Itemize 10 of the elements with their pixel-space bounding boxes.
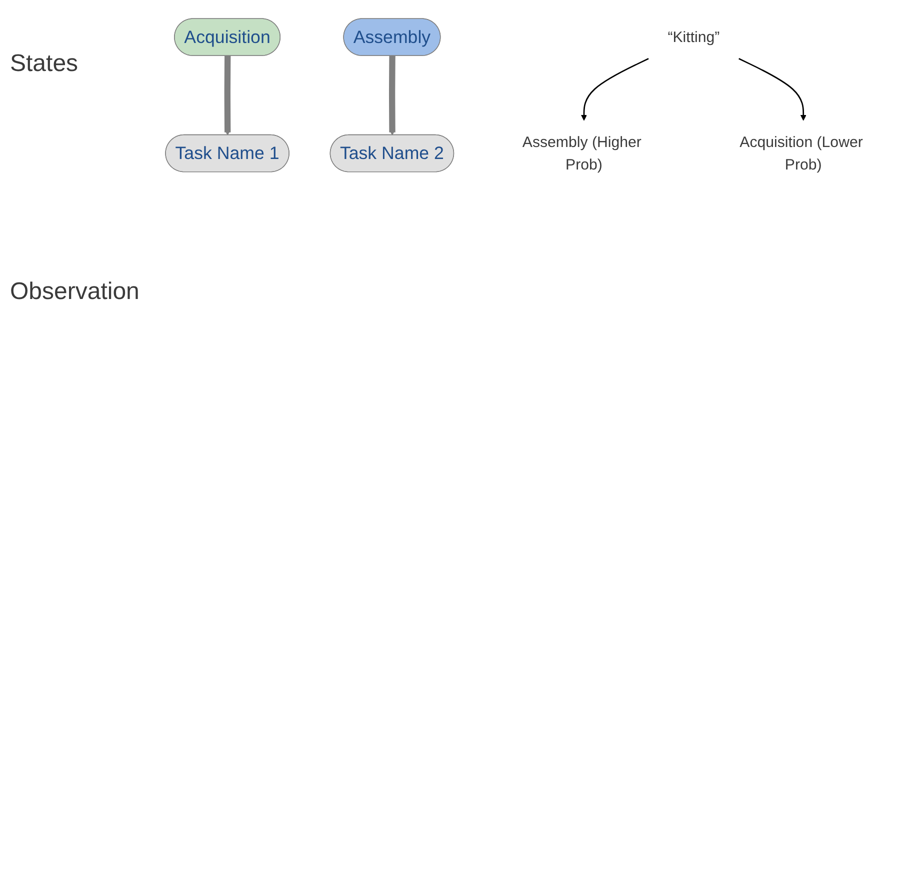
node-text: “Kitting” xyxy=(668,28,720,46)
node-text: Acquisition (Lower Prob) xyxy=(740,133,863,174)
row-label: Observation xyxy=(10,278,140,306)
arrow xyxy=(580,58,649,121)
node-text: Assembly (Higher Prob) xyxy=(522,133,642,174)
arrow xyxy=(738,58,806,121)
arrow xyxy=(224,56,231,136)
row-label: States xyxy=(10,50,80,78)
flow-diagram: Acquisition Assembly Task Name 1 Task Name 2 “Kitting” Assembly (Higher Prob) Acquisition (Lower Prob) xyxy=(160,10,898,192)
arrow xyxy=(388,56,396,136)
